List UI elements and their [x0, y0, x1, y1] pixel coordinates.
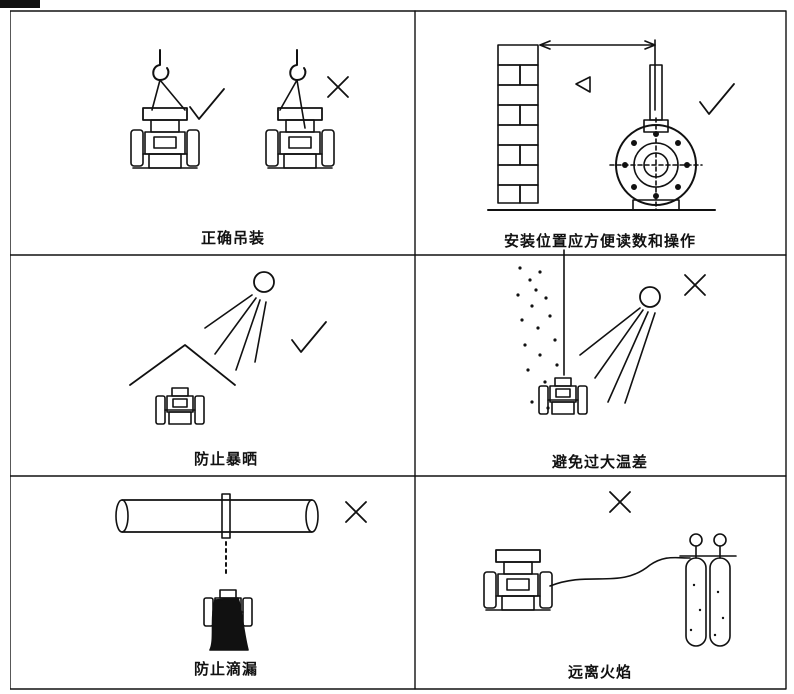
caption-position: 安装位置应方便读数和操作: [503, 232, 697, 250]
caption-temperature: 避免过大温差: [551, 453, 649, 471]
caption-sun: 防止暴晒: [193, 450, 259, 468]
panel-drip-illustration: [115, 493, 367, 651]
diagram-svg: [10, 10, 787, 690]
caption-drip: 防止滴漏: [193, 660, 259, 678]
caption-flame: 远离火焰: [567, 663, 633, 681]
corner-fragment: [0, 0, 40, 8]
panel-sun-illustration: [129, 271, 327, 425]
panel-temperature-illustration: [516, 249, 706, 415]
caption-hoisting: 正确吊装: [200, 229, 266, 247]
panel-hoisting-illustration: [130, 49, 349, 169]
grid-lines: [10, 10, 787, 690]
panel-flame-illustration: [483, 491, 737, 647]
installation-diagram-grid: 正确吊装 安装位置应方便读数和操作 防止暴晒 避免过大温差 防止滴漏 远离火焰: [10, 10, 787, 690]
panel-position-illustration: [487, 39, 735, 211]
